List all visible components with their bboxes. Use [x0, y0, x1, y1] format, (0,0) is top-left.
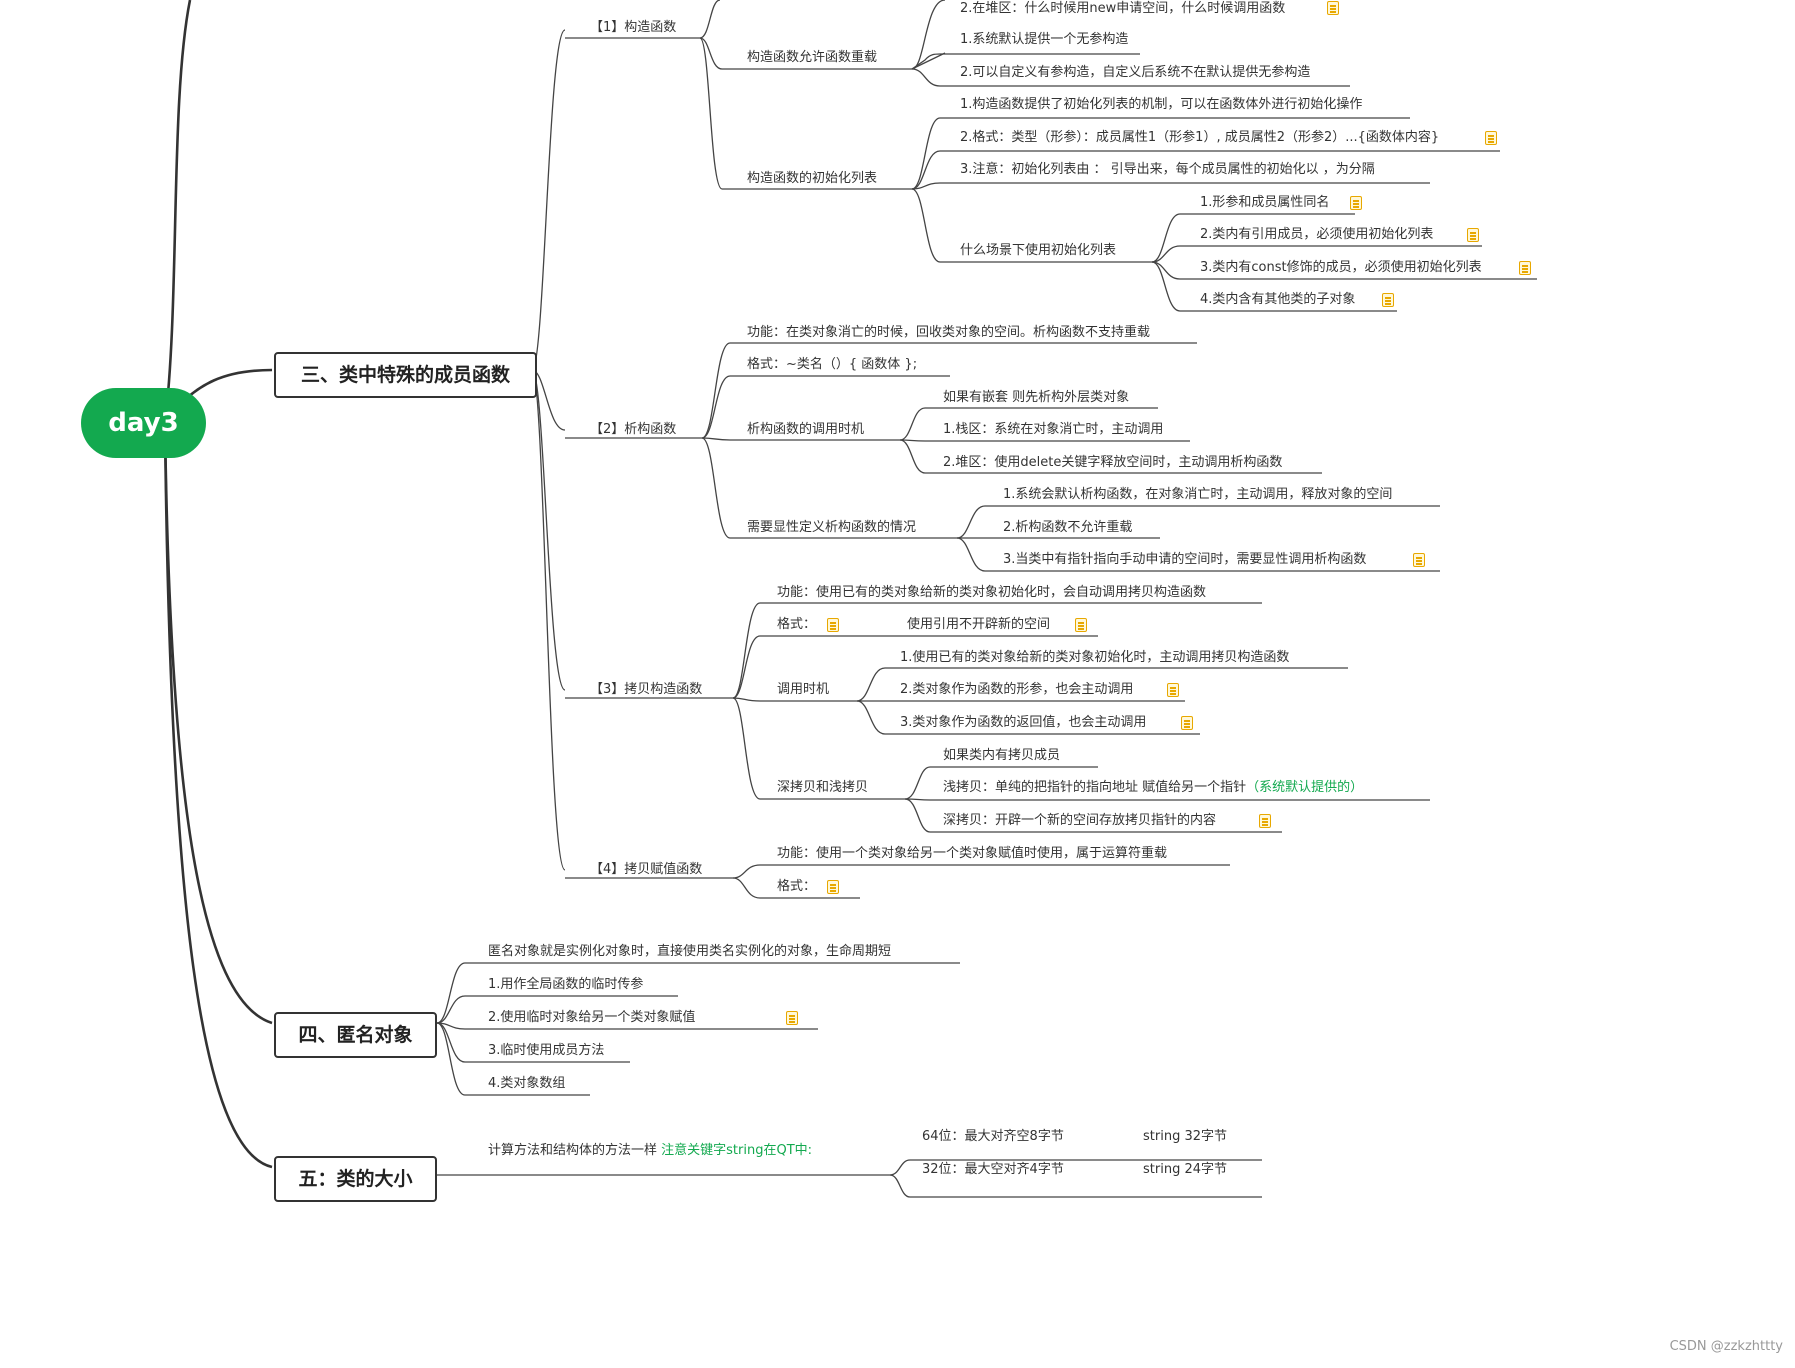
- size-32bit-string: string 24字节: [1143, 1162, 1227, 1177]
- copy-call-item-3: 3.类对象作为函数的返回值，也会主动调用: [900, 715, 1147, 730]
- note-icon[interactable]: [1167, 683, 1179, 697]
- copy-ctor-label[interactable]: 【3】拷贝构造函数: [590, 682, 703, 697]
- note-icon[interactable]: [786, 1011, 798, 1025]
- dtor-format-text: 格式：~类名（）{ 函数体 };: [747, 357, 918, 372]
- note-icon[interactable]: [1181, 716, 1193, 730]
- ctor-when-item-2: 2.类内有引用成员，必须使用初始化列表: [1200, 227, 1434, 242]
- note-icon[interactable]: [827, 880, 839, 894]
- copy-deep-item-2: 浅拷贝：单纯的把指针的指向地址 赋值给另一个指针（系统默认提供的）: [943, 779, 1363, 797]
- dtor-explicit-item-1: 1.系统会默认析构函数，在对象消亡时，主动调用，释放对象的空间: [1003, 487, 1393, 502]
- copy-function-text: 功能：使用已有的类对象给新的类对象初始化时，会自动调用拷贝构造函数: [777, 585, 1207, 600]
- topic-special-member-functions[interactable]: 三、类中特殊的成员函数: [274, 352, 537, 398]
- anon-item-0: 匿名对象就是实例化对象时，直接使用类名实例化的对象，生命周期短: [488, 944, 892, 959]
- anon-item-2: 2.使用临时对象给另一个类对象赋值: [488, 1010, 696, 1025]
- ctor-when-item-3: 3.类内有const修饰的成员，必须使用初始化列表: [1200, 260, 1482, 275]
- copy-format-text: 格式：: [777, 617, 817, 632]
- ctor-init-item-1: 1.构造函数提供了初始化列表的机制，可以在函数体外进行初始化操作: [960, 97, 1363, 112]
- root-node[interactable]: day3: [81, 388, 206, 458]
- copy-call-item-2: 2.类对象作为函数的形参，也会主动调用: [900, 682, 1134, 697]
- note-icon[interactable]: [1467, 228, 1479, 242]
- note-icon[interactable]: [1382, 293, 1394, 307]
- dtor-call-item-2: 1.栈区：系统在对象消亡时，主动调用: [943, 422, 1164, 437]
- copy-deep-item-1: 如果类内有拷贝成员: [943, 748, 1061, 763]
- note-icon[interactable]: [1327, 1, 1339, 15]
- note-icon[interactable]: [1485, 131, 1497, 145]
- anon-item-3: 3.临时使用成员方法: [488, 1043, 605, 1058]
- note-icon[interactable]: [1350, 196, 1362, 210]
- anon-item-1: 1.用作全局函数的临时传参: [488, 977, 644, 992]
- dtor-call-timing-label[interactable]: 析构函数的调用时机: [747, 422, 865, 437]
- ctor-init-item-2: 2.格式：类型（形参）：成员属性1（形参1）, 成员属性2（形参2）...{函数…: [960, 130, 1440, 145]
- ctor-init-list-label[interactable]: 构造函数的初始化列表: [747, 171, 878, 186]
- copy-assign-label[interactable]: 【4】拷贝赋值函数: [590, 862, 703, 877]
- dtor-explicit-item-2: 2.析构函数不允许重载: [1003, 520, 1133, 535]
- anon-item-4: 4.类对象数组: [488, 1076, 566, 1091]
- dtor-explicit-label[interactable]: 需要显性定义析构函数的情况: [747, 520, 917, 535]
- copy-reference-text: 使用引用不开辟新的空间: [907, 617, 1051, 632]
- dtor-label[interactable]: 【2】析构函数: [590, 422, 677, 437]
- size-64bit-text: 64位：最大对齐空8字节: [922, 1129, 1064, 1144]
- note-icon[interactable]: [1259, 814, 1271, 828]
- dtor-function-text: 功能：在类对象消亡的时候，回收类对象的空间。析构函数不支持重载: [747, 325, 1151, 340]
- size-64bit-string: string 32字节: [1143, 1129, 1227, 1144]
- copy-deep-shallow-label[interactable]: 深拷贝和浅拷贝: [777, 780, 869, 795]
- copy-deep-item-3: 深拷贝：开辟一个新的空间存放拷贝指针的内容: [943, 813, 1217, 828]
- dtor-explicit-item-3: 3.当类中有指针指向手动申请的空间时，需要显性调用析构函数: [1003, 552, 1367, 567]
- ctor-label[interactable]: 【1】构造函数: [590, 20, 677, 35]
- ctor-when-item-4: 4.类内含有其他类的子对象: [1200, 292, 1356, 307]
- copy-call-item-1: 1.使用已有的类对象给新的类对象初始化时，主动调用拷贝构造函数: [900, 650, 1290, 665]
- note-icon[interactable]: [827, 618, 839, 632]
- size-method-highlight: 注意关键字string在QT中:: [661, 1143, 813, 1158]
- dtor-call-item-1: 如果有嵌套 则先析构外层类对象: [943, 390, 1130, 405]
- note-icon[interactable]: [1075, 618, 1087, 632]
- size-method-plain: 计算方法和结构体的方法一样: [488, 1143, 662, 1158]
- note-icon[interactable]: [1413, 553, 1425, 567]
- ctor-init-item-3: 3.注意：初始化列表由 ： 引导出来，每个成员属性的初始化以 ，为分隔: [960, 162, 1375, 177]
- dtor-call-item-3: 2.堆区：使用delete关键字释放空间时，主动调用析构函数: [943, 455, 1283, 470]
- size-32bit-text: 32位：最大空对齐4字节: [922, 1162, 1064, 1177]
- topic-anonymous-object[interactable]: 四、匿名对象: [274, 1012, 437, 1058]
- ctor-init-when-label[interactable]: 什么场景下使用初始化列表: [960, 243, 1117, 258]
- shallow-copy-highlight: （系统默认提供的）: [1246, 780, 1364, 795]
- ctor-when-item-1: 1.形参和成员属性同名: [1200, 195, 1330, 210]
- topic-class-size[interactable]: 五：类的大小: [274, 1156, 437, 1202]
- ctor-overload-item-1: 1.系统默认提供一个无参构造: [960, 32, 1129, 47]
- copy-call-timing-label[interactable]: 调用时机: [777, 682, 830, 697]
- assign-format-text: 格式：: [777, 879, 817, 894]
- ctor-overload-label[interactable]: 构造函数允许函数重载: [747, 50, 878, 65]
- shallow-copy-text: 浅拷贝：单纯的把指针的指向地址 赋值给另一个指针: [943, 780, 1247, 795]
- ctor-overload-item-2: 2.可以自定义有参构造，自定义后系统不在默认提供无参构造: [960, 65, 1311, 80]
- watermark: CSDN @zzkzhttty: [1669, 1339, 1783, 1354]
- ctor-heap-text: 2.在堆区：什么时候用new申请空间，什么时候调用函数: [960, 1, 1286, 16]
- note-icon[interactable]: [1519, 261, 1531, 275]
- assign-function-text: 功能：使用一个类对象给另一个类对象赋值时使用，属于运算符重载: [777, 846, 1168, 861]
- size-method-text: 计算方法和结构体的方法一样 注意关键字string在QT中:: [488, 1142, 812, 1160]
